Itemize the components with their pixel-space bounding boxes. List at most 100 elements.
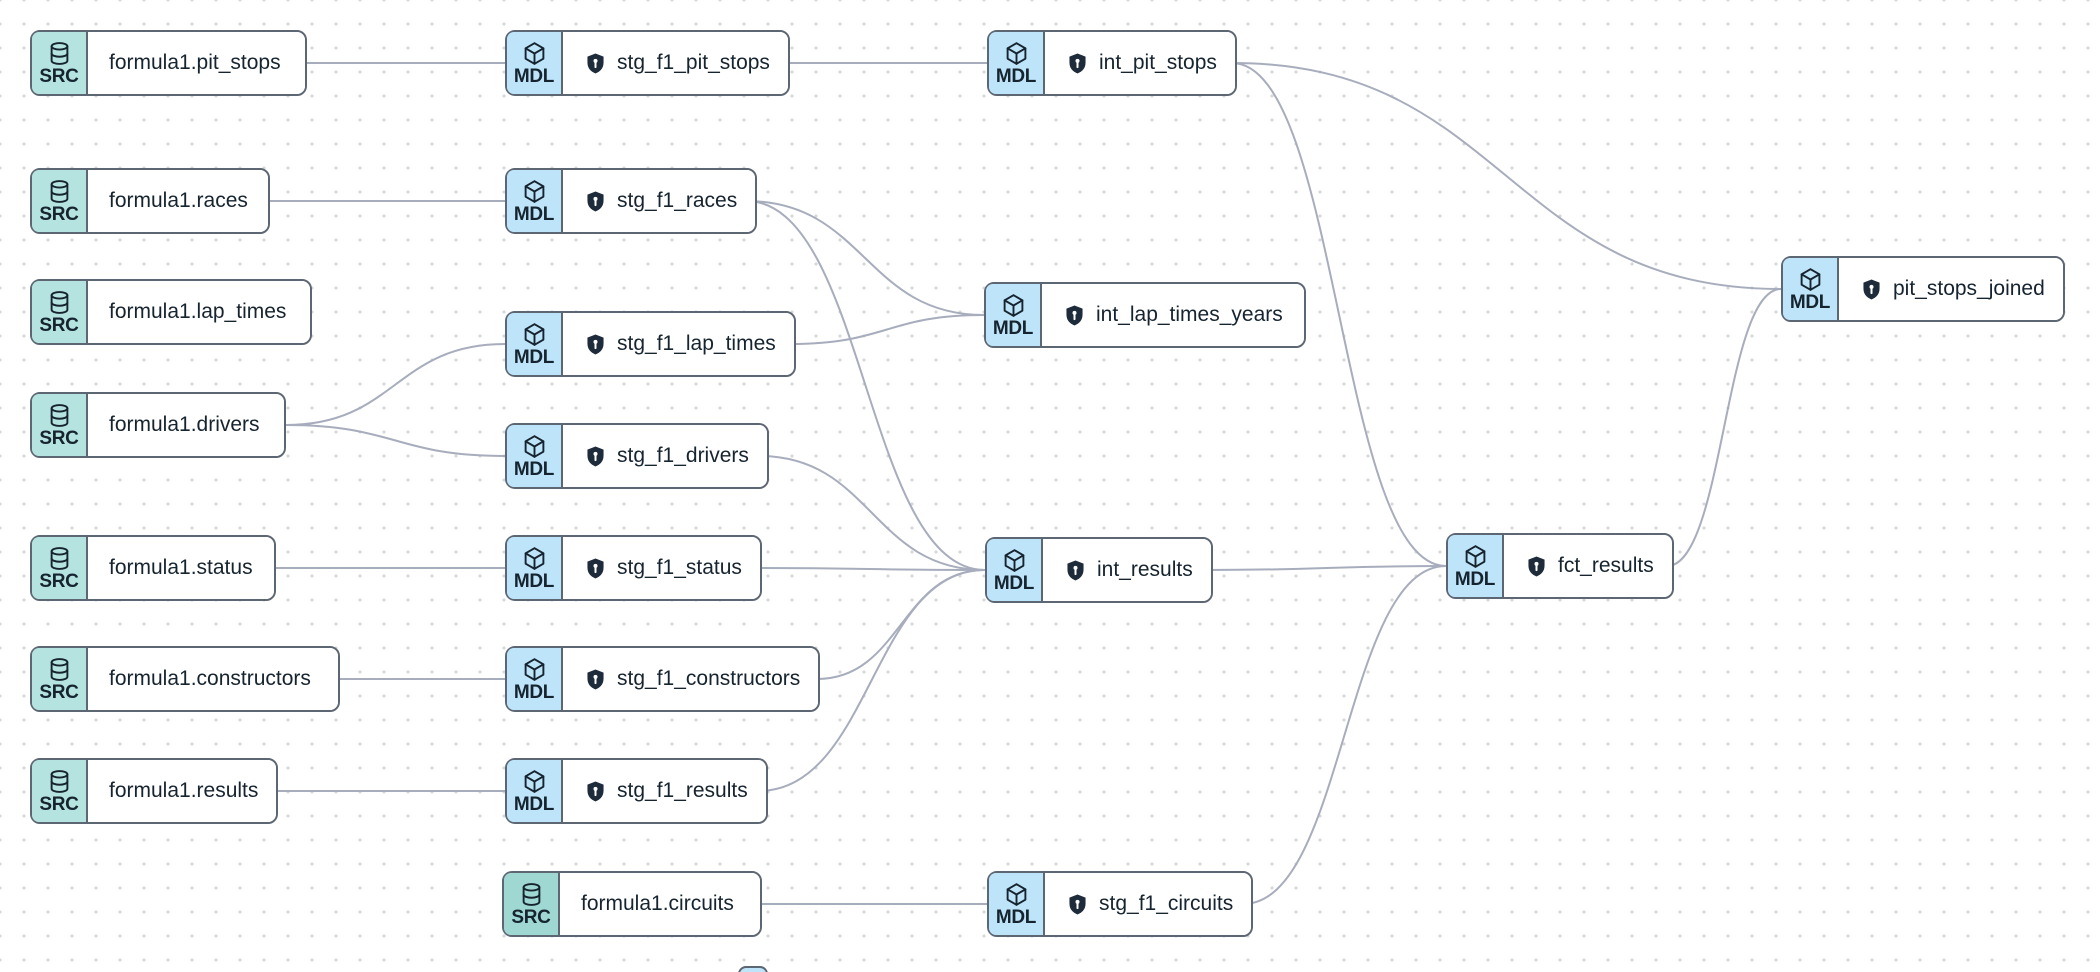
shield-lock-icon xyxy=(1069,53,1086,73)
edge-stg_circuits-to-fct_results xyxy=(1242,565,1447,905)
cube-icon xyxy=(524,434,544,458)
graph-node-stg_drivers[interactable]: MDL stg_f1_drivers xyxy=(505,423,769,489)
shield-lock-icon xyxy=(1067,560,1084,580)
graph-node-int_lap_times_years[interactable]: MDL int_lap_times_years xyxy=(984,282,1306,348)
node-body: formula1.pit_stops xyxy=(88,32,305,94)
cube-icon xyxy=(1003,293,1023,317)
graph-node-stg_status[interactable]: MDL stg_f1_status xyxy=(505,535,762,601)
database-icon xyxy=(522,882,540,906)
node-label: formula1.races xyxy=(109,189,248,212)
graph-node-stg_races[interactable]: MDL stg_f1_races xyxy=(505,168,758,234)
node-body: stg_f1_status xyxy=(563,537,760,599)
graph-node-stg_pit_stops[interactable]: MDL stg_f1_pit_stops xyxy=(505,30,790,96)
node-type-badge: MDL xyxy=(507,32,563,94)
node-body: stg_f1_constructors xyxy=(563,648,819,710)
node-type-badge: MDL xyxy=(1783,258,1839,320)
node-label: stg_f1_races xyxy=(617,189,738,212)
node-type-badge: MDL xyxy=(507,648,563,710)
graph-node-src_pit_stops[interactable]: SRC formula1.pit_stops xyxy=(30,30,307,96)
graph-node-src_drivers[interactable]: SRC formula1.drivers xyxy=(30,392,286,458)
cube-icon xyxy=(1800,267,1820,291)
node-type-badge: SRC xyxy=(32,537,88,599)
edge-src_drivers-to-stg_drivers xyxy=(285,424,506,457)
node-type-label: SRC xyxy=(39,793,79,815)
node-label: int_results xyxy=(1097,558,1193,581)
node-type-label: MDL xyxy=(513,681,555,703)
graph-node-int_results[interactable]: MDL int_results xyxy=(985,537,1213,603)
cube-icon xyxy=(524,657,544,681)
graph-node-src_lap_times[interactable]: SRC formula1.lap_times xyxy=(30,279,312,345)
graph-node-src_status[interactable]: SRC formula1.status xyxy=(30,535,276,601)
graph-node-int_pit_stops[interactable]: MDL int_pit_stops xyxy=(987,30,1237,96)
shield-lock-icon xyxy=(1528,556,1545,576)
node-body: fct_results xyxy=(1504,535,1672,597)
shield-lock-icon xyxy=(587,191,604,211)
cube-icon xyxy=(524,769,544,793)
shield-lock-icon xyxy=(587,781,604,801)
edge-stg_races-to-int_lap_times_years xyxy=(745,200,985,316)
graph-node-src_circuits[interactable]: SRC formula1.circuits xyxy=(502,871,762,937)
node-type-label: MDL xyxy=(513,346,555,368)
node-type-badge: MDL xyxy=(507,760,563,822)
graph-node-src_results[interactable]: SRC formula1.results xyxy=(30,758,279,824)
graph-node-stg_results[interactable]: MDL stg_f1_results xyxy=(505,758,768,824)
node-type-badge: MDL xyxy=(989,873,1045,935)
shield-lock-icon xyxy=(1069,894,1086,914)
edge-stg_races-to-int_results xyxy=(745,200,986,571)
node-body: formula1.circuits xyxy=(560,873,760,935)
graph-node-pit_stops_joined[interactable]: MDL pit_stops_joined xyxy=(1781,256,2065,322)
database-icon xyxy=(50,769,68,793)
cube-icon xyxy=(1006,882,1026,906)
shield-lock-icon xyxy=(587,334,604,354)
node-label: stg_f1_pit_stops xyxy=(617,51,770,74)
graph-node-src_races[interactable]: SRC formula1.races xyxy=(30,168,270,234)
graph-node-stg_lap_times[interactable]: MDL stg_f1_lap_times xyxy=(505,311,796,377)
node-label: stg_f1_constructors xyxy=(617,667,801,690)
graph-node-stg_circuits[interactable]: MDL stg_f1_circuits xyxy=(987,871,1254,937)
graph-node-src_constructors[interactable]: SRC formula1.constructors xyxy=(30,646,340,712)
edge-stg_constructors-to-int_results xyxy=(816,569,986,680)
node-type-badge: MDL xyxy=(1448,535,1504,597)
shield-lock-icon xyxy=(1066,305,1083,325)
node-body: stg_f1_results xyxy=(563,760,766,822)
node-label: formula1.results xyxy=(109,779,259,802)
node-label: formula1.pit_stops xyxy=(109,51,281,74)
node-body: formula1.results xyxy=(88,760,277,822)
node-type-badge: MDL xyxy=(987,539,1043,601)
shield-lock-icon xyxy=(587,558,604,578)
node-label: formula1.drivers xyxy=(109,413,260,436)
cube-icon xyxy=(524,546,544,570)
cube-icon xyxy=(524,322,544,346)
node-body: stg_f1_pit_stops xyxy=(563,32,788,94)
node-type-badge: SRC xyxy=(32,394,88,456)
graph-node-stg_constructors[interactable]: MDL stg_f1_constructors xyxy=(505,646,821,712)
node-label: formula1.status xyxy=(109,556,253,579)
edge-fct_results-to-pit_stops_joined xyxy=(1666,288,1782,567)
node-type-label: MDL xyxy=(513,203,555,225)
node-type-label: MDL xyxy=(1454,568,1496,590)
node-body: stg_f1_lap_times xyxy=(563,313,794,375)
database-icon xyxy=(50,546,68,570)
node-type-badge: MDL xyxy=(507,170,563,232)
node-body: stg_f1_races xyxy=(563,170,756,232)
node-type-badge: MDL xyxy=(986,284,1042,346)
node-body: formula1.constructors xyxy=(88,648,338,710)
node-label: fct_results xyxy=(1558,554,1654,577)
node-type-label: SRC xyxy=(39,427,79,449)
node-type-label: MDL xyxy=(992,317,1034,339)
node-type-label: SRC xyxy=(39,681,79,703)
node-type-label: MDL xyxy=(513,793,555,815)
edge-int_pit_stops-to-fct_results xyxy=(1231,62,1447,567)
database-icon xyxy=(50,657,68,681)
edge-src_drivers-to-stg_lap_times xyxy=(285,343,506,426)
edge-stg_drivers-to-int_results xyxy=(758,455,986,571)
node-type-label: MDL xyxy=(513,65,555,87)
node-type-label: MDL xyxy=(995,65,1037,87)
node-body: int_results xyxy=(1043,539,1211,601)
node-type-badge: SRC xyxy=(32,281,88,343)
node-type-label: MDL xyxy=(1789,291,1831,313)
node-label: stg_f1_drivers xyxy=(617,444,749,467)
graph-node-fct_results[interactable]: MDL fct_results xyxy=(1446,533,1674,599)
